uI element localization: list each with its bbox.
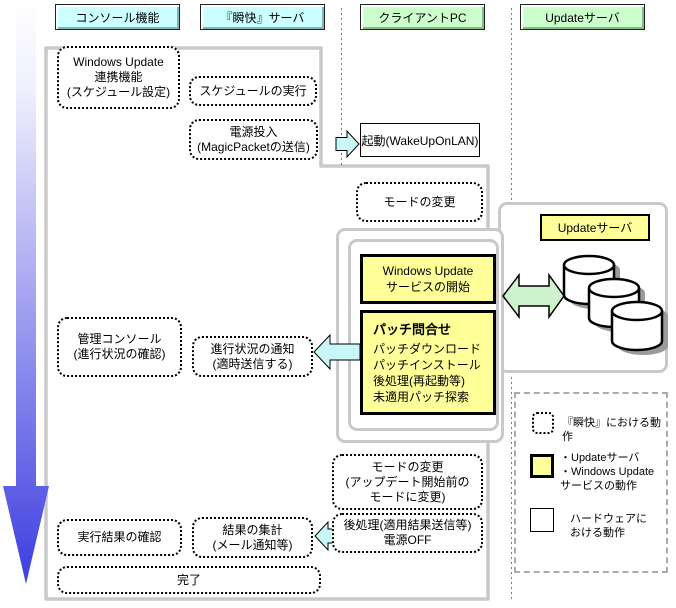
column-header-label: 『瞬快』サーバ	[220, 10, 305, 25]
legend: 『瞬快』における動作 ・Updateサーバ ・Windows Update サー…	[514, 392, 668, 573]
column-header-label: コンソール機能	[75, 10, 160, 25]
step-wu-service-start: Windows Update サービスの開始	[360, 254, 496, 304]
step-windows-update-link: Windows Update 連携機能 (スケジュール設定)	[57, 46, 180, 109]
column-header-label: Updateサーバ	[545, 10, 620, 25]
column-header-shunkai-server: 『瞬快』サーバ	[200, 4, 325, 30]
step-boot-wakeuponlan: 起動(WakeUpOnLAN)	[360, 123, 480, 157]
step-schedule-exec: スケジュールの実行	[189, 76, 317, 106]
legend-shunkai-label: 『瞬快』における動作	[562, 417, 661, 443]
column-header-label: クライアントPC	[378, 10, 467, 25]
step-post-process: 後処理(適用結果送信等) 電源OFF	[332, 513, 483, 553]
step-patch-inquiry: パッチ問合せ パッチダウンロード パッチインストール 後処理(再起動等) 未適用…	[360, 310, 496, 415]
arrow-power-to-boot	[335, 129, 360, 159]
legend-plain-box-icon	[530, 508, 554, 532]
patch-inquiry-title: パッチ問合せ	[373, 322, 452, 337]
step-mode-change-top: モードの変更	[356, 182, 483, 222]
step-result-confirm: 実行結果の確認	[57, 519, 182, 556]
step-power-on: 電源投入 (MagicPacketの送信)	[189, 119, 318, 160]
legend-dotted-box-icon	[532, 412, 554, 434]
step-progress-notice: 進行状況の通知 (適時送信する)	[192, 336, 313, 377]
column-header-client-pc: クライアントPC	[360, 4, 485, 30]
update-server-title: Updateサーバ	[540, 214, 650, 241]
legend-update-service-label: ・Updateサーバ ・Windows Update サービスの動作	[560, 452, 655, 492]
timeline-down-arrow	[3, 0, 49, 584]
legend-hardware-label: ハードウェアに おける動作	[570, 513, 647, 539]
legend-yellow-box-icon	[530, 454, 554, 478]
step-complete: 完了	[57, 566, 321, 594]
column-header-update-server: Updateサーバ	[520, 4, 645, 30]
patch-inquiry-steps: パッチダウンロード パッチインストール 後処理(再起動等) 未適用パッチ探索	[373, 342, 482, 404]
column-header-console: コンソール機能	[55, 4, 180, 30]
step-result-aggregate: 結果の集計 (メール通知等)	[192, 517, 313, 558]
step-admin-console: 管理コンソール (進行状況の確認)	[57, 317, 182, 377]
step-mode-change-bottom: モードの変更 (アップデート開始前の モードに変更)	[332, 454, 483, 510]
